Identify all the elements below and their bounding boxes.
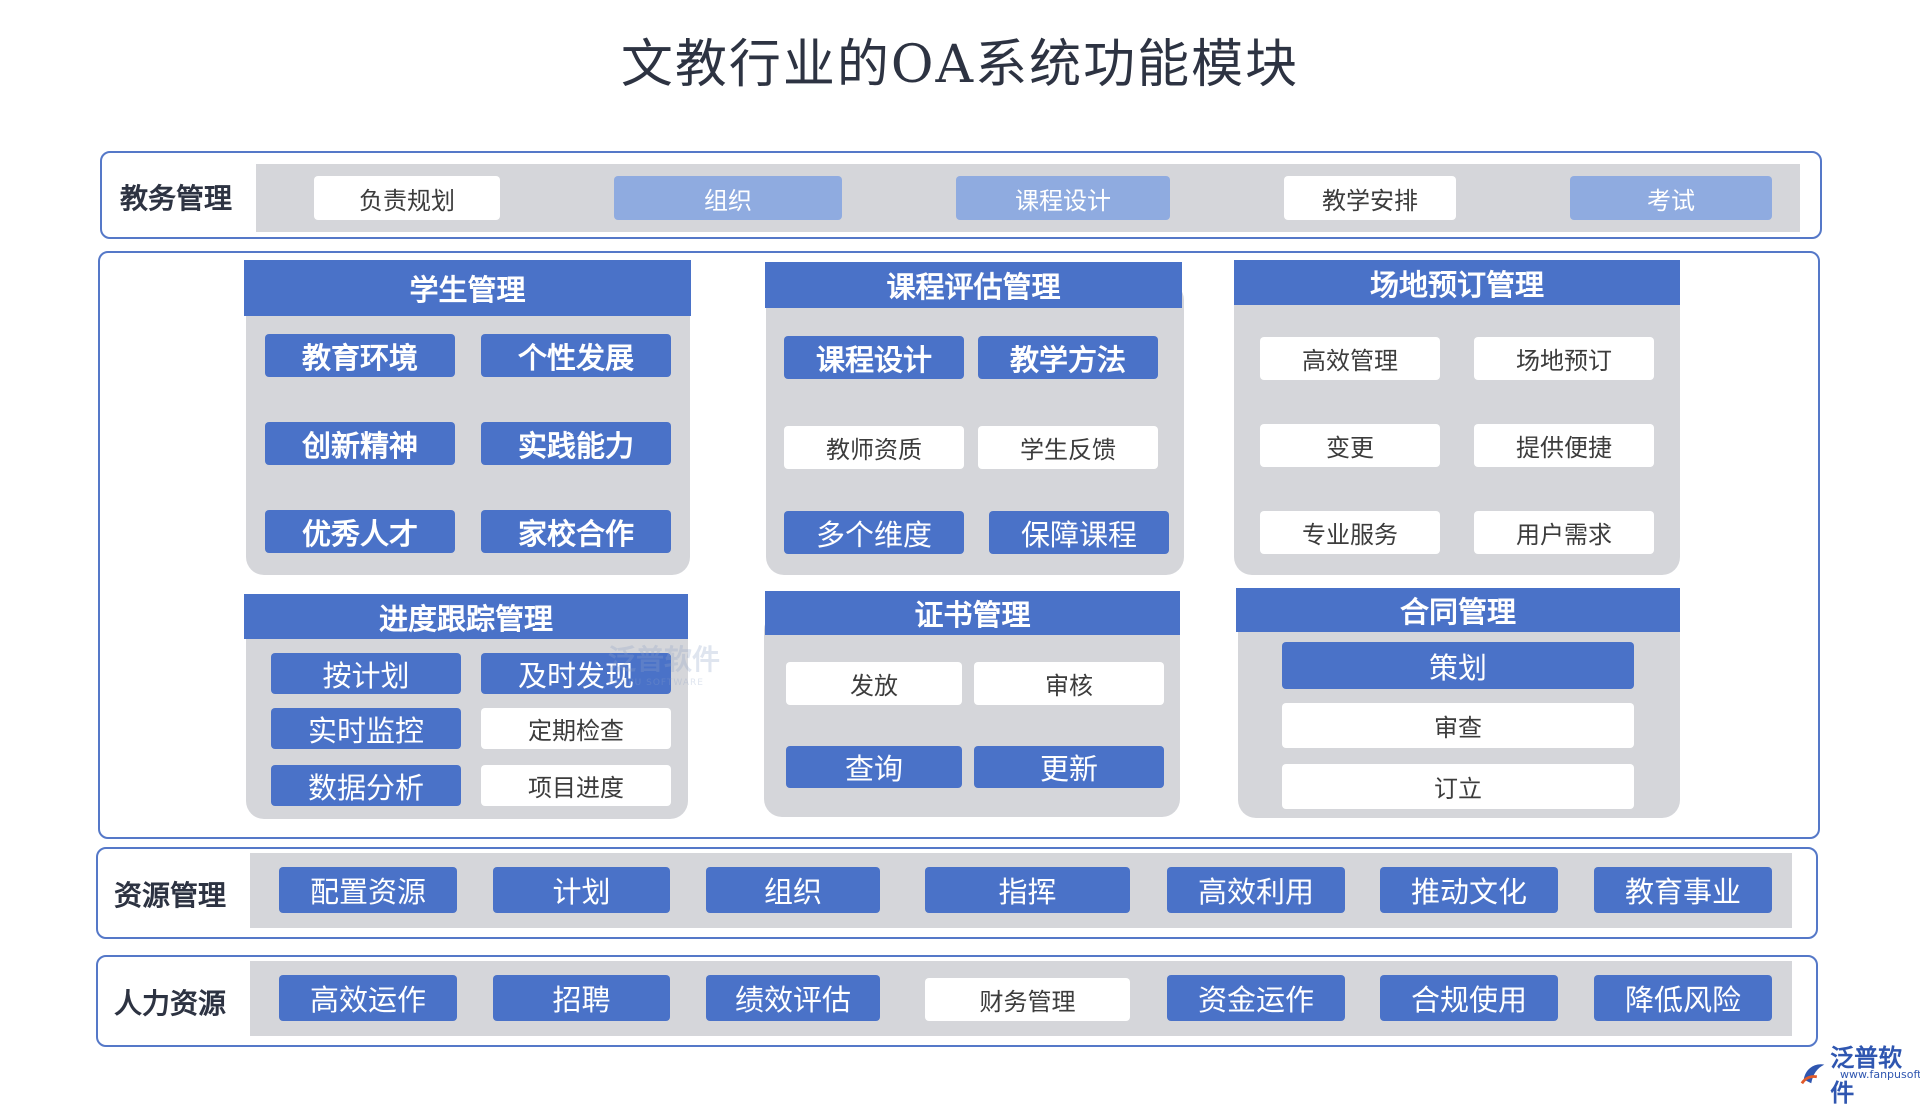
progress-item: 定期检查	[481, 708, 671, 749]
resources-item: 配置资源	[279, 867, 457, 913]
student-panel-title: 学生管理	[244, 260, 691, 316]
hr-item: 财务管理	[925, 978, 1130, 1021]
progress-item: 按计划	[271, 653, 461, 694]
academic-item: 组织	[614, 176, 842, 220]
progress-item: 实时监控	[271, 708, 461, 749]
hr-item: 绩效评估	[706, 975, 880, 1021]
student-item: 个性发展	[481, 334, 671, 377]
resources-item: 计划	[493, 867, 670, 913]
course-eval-panel-title: 课程评估管理	[765, 262, 1182, 308]
course-eval-item: 学生反馈	[978, 426, 1158, 469]
resources-item: 推动文化	[1380, 867, 1558, 913]
hr-item: 降低风险	[1594, 975, 1772, 1021]
certificate-item: 审核	[974, 662, 1164, 705]
brand-logo: 泛普软件 www.fanpusoft.com	[1800, 1038, 1920, 1108]
contract-item: 审查	[1282, 703, 1634, 748]
certificate-item: 发放	[786, 662, 962, 705]
student-item: 优秀人才	[265, 510, 455, 553]
venue-item: 专业服务	[1260, 511, 1440, 554]
progress-item: 项目进度	[481, 765, 671, 806]
hr-item: 合规使用	[1380, 975, 1558, 1021]
contract-item: 订立	[1282, 764, 1634, 809]
student-item: 创新精神	[265, 422, 455, 465]
hr-item: 招聘	[493, 975, 670, 1021]
course-eval-item: 教师资质	[784, 426, 964, 469]
resources-item: 指挥	[925, 867, 1130, 913]
progress-item: 数据分析	[271, 765, 461, 806]
logo-url: www.fanpusoft.com	[1840, 1068, 1920, 1081]
student-item: 家校合作	[481, 510, 671, 553]
contract-panel-title: 合同管理	[1236, 588, 1680, 632]
resources-label: 资源管理	[114, 879, 227, 912]
venue-item: 用户需求	[1474, 511, 1654, 554]
fanpu-logo-icon	[1800, 1064, 1825, 1085]
venue-item: 提供便捷	[1474, 424, 1654, 467]
course-eval-item: 课程设计	[784, 336, 964, 379]
student-item: 实践能力	[481, 422, 671, 465]
contract-item: 策划	[1282, 642, 1634, 689]
certificate-item: 查询	[786, 746, 962, 788]
academic-item: 考试	[1570, 176, 1772, 220]
hr-item: 高效运作	[279, 975, 457, 1021]
resources-item: 高效利用	[1167, 867, 1345, 913]
venue-item: 变更	[1260, 424, 1440, 467]
progress-item: 及时发现	[481, 653, 671, 694]
academic-item: 课程设计	[956, 176, 1170, 220]
student-item: 教育环境	[265, 334, 455, 377]
resources-item: 组织	[706, 867, 880, 913]
hr-item: 资金运作	[1167, 975, 1345, 1021]
academic-item: 负责规划	[314, 176, 500, 220]
watermark-subtext: FANPU SOFTWARE	[608, 678, 704, 688]
progress-panel-title: 进度跟踪管理	[244, 594, 688, 639]
resources-item: 教育事业	[1594, 867, 1772, 913]
venue-panel-title: 场地预订管理	[1234, 260, 1680, 305]
venue-item: 高效管理	[1260, 337, 1440, 380]
course-eval-item: 多个维度	[784, 511, 964, 554]
course-eval-item: 教学方法	[978, 336, 1158, 379]
certificate-item: 更新	[974, 746, 1164, 788]
watermark: 泛普软件 FANPU SOFTWARE	[608, 638, 720, 688]
course-eval-item: 保障课程	[989, 511, 1169, 554]
hr-label: 人力资源	[114, 987, 227, 1020]
venue-item: 场地预订	[1474, 337, 1654, 380]
page-title: 文教行业的OA系统功能模块	[620, 35, 1300, 95]
certificate-panel-title: 证书管理	[765, 591, 1180, 635]
academic-item: 教学安排	[1284, 176, 1456, 220]
academic-affairs-label: 教务管理	[120, 182, 233, 215]
watermark-text: 泛普软件	[608, 643, 721, 676]
